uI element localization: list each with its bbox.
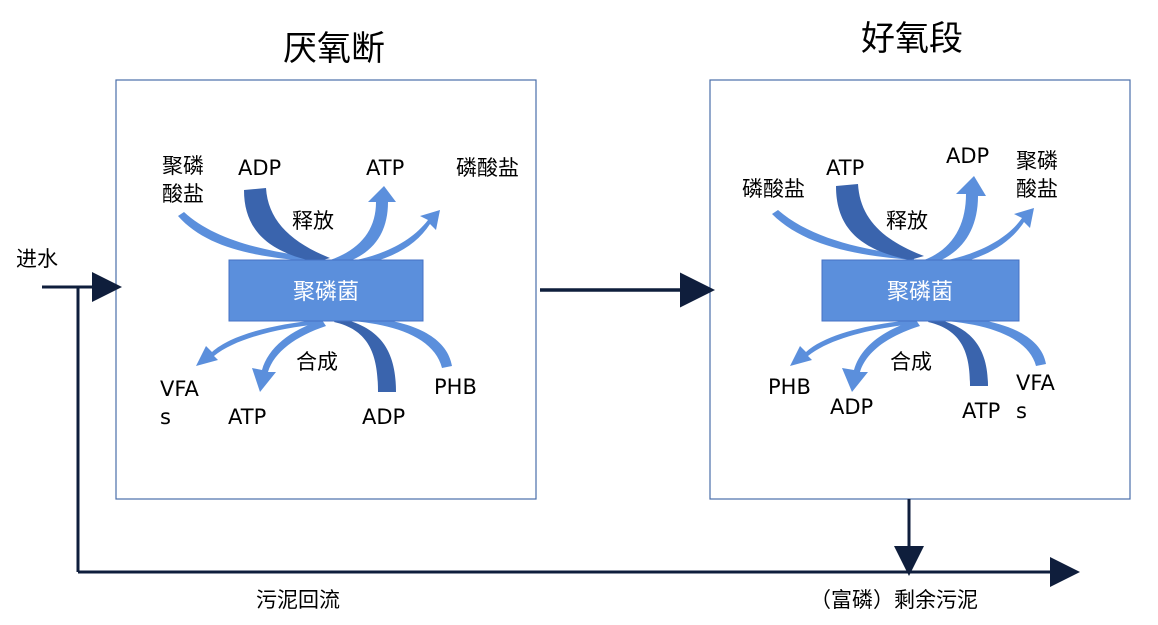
aerobic-phb-arrow (790, 320, 914, 366)
aerobic-bacteria-box (821, 259, 1020, 322)
anaerobic-vfa-arrow (196, 320, 320, 366)
aerobic-title: 好氧段 (861, 19, 963, 59)
aerobic-adp-down-arrow (842, 320, 920, 392)
aerobic-arrows (772, 176, 1046, 392)
anaerobic-atp-arrow (324, 186, 396, 266)
anaerobic-phosphate-arrow (330, 210, 440, 268)
aerobic-synthesis-label: 合成 (890, 350, 932, 374)
anaerobic-bacteria-label: 聚磷菌 (293, 280, 359, 305)
aerobic-adp-down-label: ADP (830, 395, 873, 419)
aerobic-vfa-label-2: s (1016, 399, 1027, 423)
aerobic-atp-down-arrow (928, 318, 988, 386)
anaerobic-title: 厌氧断 (283, 29, 385, 69)
anaerobic-vfa-label-1: VFA (160, 377, 200, 401)
inflow-label: 进水 (16, 247, 58, 271)
anaerobic-phb-label: PHB (434, 375, 477, 399)
aerobic-atp-down-label: ATP (962, 399, 1000, 423)
anaerobic-polyphosphate-label-2: 酸盐 (162, 182, 204, 206)
anaerobic-polyphosphate-label-1: 聚磷 (162, 154, 204, 178)
anaerobic-release-label: 释放 (292, 209, 334, 233)
excess-sludge-label: （富磷）剩余污泥 (810, 588, 978, 612)
aerobic-atp-arrow (836, 184, 924, 260)
aerobic-adp-arrow (918, 176, 986, 266)
anaerobic-phosphate-label: 磷酸盐 (456, 156, 519, 180)
aerobic-phosphate-label: 磷酸盐 (742, 177, 805, 201)
anaerobic-bacteria-box (228, 259, 424, 322)
aerobic-vfa-label-1: VFA (1016, 371, 1056, 395)
anaerobic-atp-down-arrow (252, 320, 326, 392)
anaerobic-adp-label: ADP (238, 156, 281, 180)
aerobic-phb-label: PHB (768, 375, 811, 399)
anaerobic-phb-arrow (336, 316, 452, 368)
aerobic-polyphosphate-label-2: 酸盐 (1016, 177, 1058, 201)
anaerobic-adp-arrow (244, 188, 330, 262)
sludge-return-label: 污泥回流 (256, 588, 340, 612)
anaerobic-arrows (178, 186, 452, 392)
anaerobic-adp-down-label: ADP (362, 405, 405, 429)
aerobic-polyphosphate-label-1: 聚磷 (1016, 149, 1058, 173)
anaerobic-vfa-label-2: s (160, 405, 171, 429)
aerobic-polyphosphate-arrow (922, 208, 1034, 268)
aerobic-adp-label: ADP (946, 144, 989, 168)
aerobic-release-label: 释放 (886, 209, 928, 233)
aerobic-bacteria-label: 聚磷菌 (887, 280, 953, 305)
anaerobic-synthesis-label: 合成 (296, 350, 338, 374)
aerobic-vfa-arrow (930, 316, 1046, 366)
anaerobic-adp-down-arrow (334, 318, 396, 392)
anaerobic-atp-down-label: ATP (228, 405, 266, 429)
aerobic-atp-label: ATP (826, 156, 864, 180)
anaerobic-atp-label: ATP (366, 156, 404, 180)
